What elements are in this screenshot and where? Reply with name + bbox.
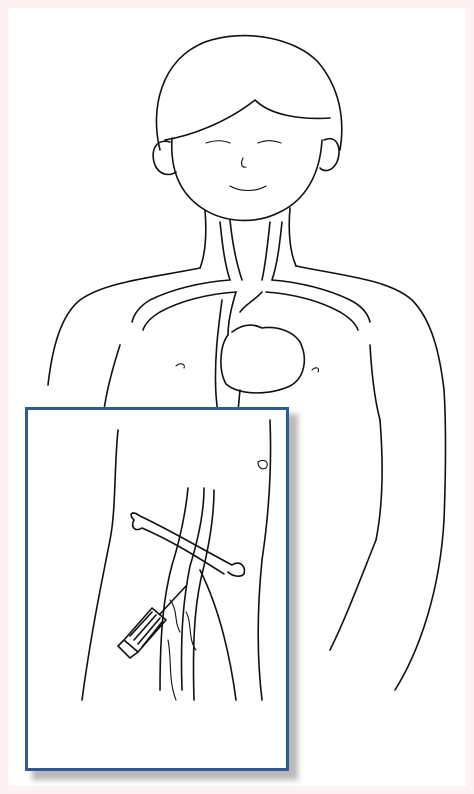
- inset-torso-left: [82, 430, 118, 700]
- syringe-needle: [160, 586, 186, 614]
- navel: [258, 460, 267, 468]
- inset-torso-right: [258, 420, 270, 700]
- iliac-bone-lower: [133, 520, 224, 574]
- inset-thigh-line: [200, 570, 236, 700]
- syringe: [118, 586, 186, 658]
- iliac-bone-upper: [131, 513, 244, 576]
